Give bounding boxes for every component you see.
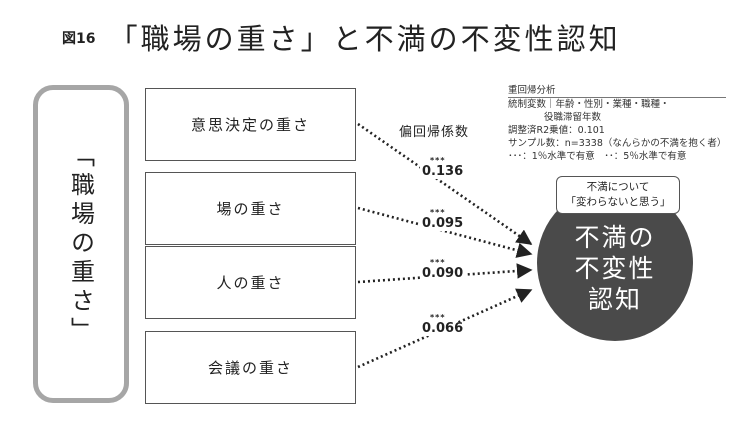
info-controls: 統制変数｜年齢・性別・業種・職種・ [508,99,670,110]
significance-stars-atmosphere: *** [430,208,446,217]
callout-line-2: 「変わらないと思う」 [565,196,671,208]
callout-line-1: 不満について [586,181,650,193]
significance-stars-decision: *** [430,156,446,165]
left-group-frame [33,85,129,403]
factor-box-decision: 意思決定の重さ [145,88,356,161]
coefficient-atmosphere: 0.095 [420,216,466,231]
info-significance: ･･･：1％水準で有意 ･･：5％水準で有意 [508,151,687,162]
figure-title-row: 図16 「職場の重さ」と不満の不変性認知 [62,16,621,58]
factor-box-atmosphere: 場の重さ [145,172,356,245]
analysis-info: 重回帰分析 統制変数｜年齢・性別・業種・職種・ 役職滞留年数 調整済R2乗値：0… [508,84,727,163]
significance-stars-people: *** [430,258,446,267]
left-group-label: 「職場の重さ」 [66,142,95,346]
factor-box-people: 人の重さ [145,246,356,319]
significance-stars-meeting: *** [430,313,446,322]
coefficient-header: 偏回帰係数 [399,125,470,140]
coefficient-meeting: 0.066 [420,321,466,336]
outcome-line-1: 不満の [574,223,656,252]
info-controls-cont: 役職滞留年数 [544,112,602,123]
outcome-line-2: 不変性 [574,254,656,283]
info-sample: サンプル数：n=3338（なんらかの不満を抱く者） [508,138,727,149]
arrow-meeting [357,288,533,369]
coefficient-people: 0.090 [420,266,466,281]
arrow-decision [357,122,533,246]
outcome-line-3: 認知 [587,285,642,314]
info-r2: 調整済R2乗値：0.101 [508,125,605,136]
figure-label: 図16 [62,31,96,47]
figure-title: 「職場の重さ」と不満の不変性認知 [108,22,621,56]
factor-box-meeting: 会議の重さ [145,331,356,404]
outcome-label: 不満の 不変性 認知 [537,222,693,315]
coefficient-decision: 0.136 [420,164,466,179]
outcome-callout: 不満について 「変わらないと思う」 [556,176,680,214]
info-method: 重回帰分析 [508,84,727,98]
